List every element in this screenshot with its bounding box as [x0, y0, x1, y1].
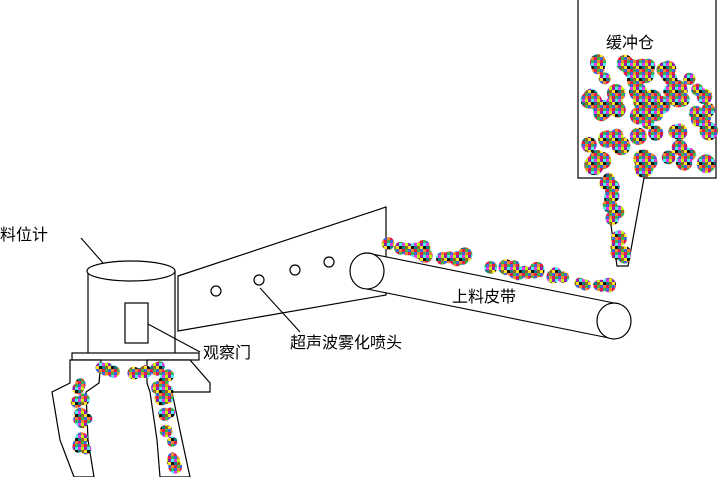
pellet — [594, 152, 612, 170]
nozzle-icon — [253, 274, 265, 286]
door-leader-line — [147, 323, 201, 353]
pellet — [626, 72, 645, 90]
pellet — [702, 127, 716, 141]
pellet — [436, 251, 449, 264]
pellet — [633, 94, 650, 111]
pellet — [394, 241, 408, 255]
pellet — [167, 452, 178, 463]
pellet — [675, 154, 693, 171]
pellet — [611, 230, 627, 247]
nozzle-icon — [323, 256, 335, 268]
pellet — [598, 130, 616, 148]
pellet — [417, 248, 433, 263]
pellet — [383, 237, 395, 248]
pellet — [549, 267, 562, 280]
pellet — [691, 83, 704, 96]
pellet — [101, 363, 114, 376]
pellet — [591, 60, 605, 75]
pellet — [601, 277, 617, 293]
pellet — [498, 259, 514, 276]
pellet — [160, 391, 174, 405]
tail-pulley — [596, 302, 632, 340]
pellet — [668, 124, 683, 139]
label-ultrasonic-nozzle: 超声波雾化喷头 — [290, 333, 403, 352]
pellet — [76, 416, 89, 429]
pellet — [579, 279, 591, 291]
pellet — [593, 279, 604, 291]
pellet — [75, 380, 86, 391]
pellet — [167, 436, 178, 447]
pellet — [646, 89, 659, 102]
pellet — [161, 369, 174, 382]
nozzle-icon — [210, 285, 222, 297]
observation-door — [124, 302, 149, 344]
level-gauge-leader-line — [80, 237, 104, 264]
head-pulley — [349, 252, 385, 290]
pellet — [683, 72, 696, 85]
silo-flange — [71, 352, 200, 361]
pellet — [159, 424, 173, 438]
pellet — [451, 251, 462, 262]
pellet — [600, 178, 612, 189]
pellet — [76, 438, 87, 449]
pellet — [663, 72, 678, 86]
nozzle-leader-line — [259, 287, 301, 333]
nozzle-icon — [289, 264, 301, 276]
pellet — [699, 111, 712, 124]
pellet — [593, 105, 609, 122]
pellet — [164, 407, 176, 418]
pellet — [534, 267, 545, 278]
label-level-gauge: 料位计 — [0, 225, 49, 244]
ultrasonic-nozzles — [210, 256, 335, 297]
label-observation-door: 观察门 — [203, 343, 252, 362]
pellet — [611, 136, 631, 156]
pellet — [616, 54, 634, 72]
pellet — [605, 211, 620, 226]
label-buffer-bin: 缓冲仓 — [606, 33, 655, 52]
spray-hood — [177, 206, 387, 332]
label-feed-belt: 上料皮带 — [452, 287, 517, 306]
pellet — [633, 149, 652, 168]
pellet — [606, 84, 626, 103]
pellet — [648, 125, 664, 141]
silo-top — [86, 260, 176, 282]
pellet — [150, 362, 164, 376]
pellet — [661, 150, 676, 165]
pellet — [629, 106, 648, 125]
pellet — [668, 88, 688, 108]
feed-belt — [349, 252, 632, 340]
pellet-group — [70, 54, 719, 474]
pellet — [602, 198, 618, 213]
pellet — [581, 136, 597, 153]
pellet — [629, 127, 647, 145]
pellet — [70, 396, 83, 408]
pellet — [598, 72, 611, 85]
pellet — [671, 139, 688, 156]
pellet — [618, 251, 631, 264]
pellet — [139, 365, 152, 379]
pellet — [151, 381, 164, 395]
pellet — [484, 261, 498, 274]
pellet — [586, 93, 603, 110]
pellet — [522, 267, 534, 279]
pellet — [696, 154, 716, 174]
